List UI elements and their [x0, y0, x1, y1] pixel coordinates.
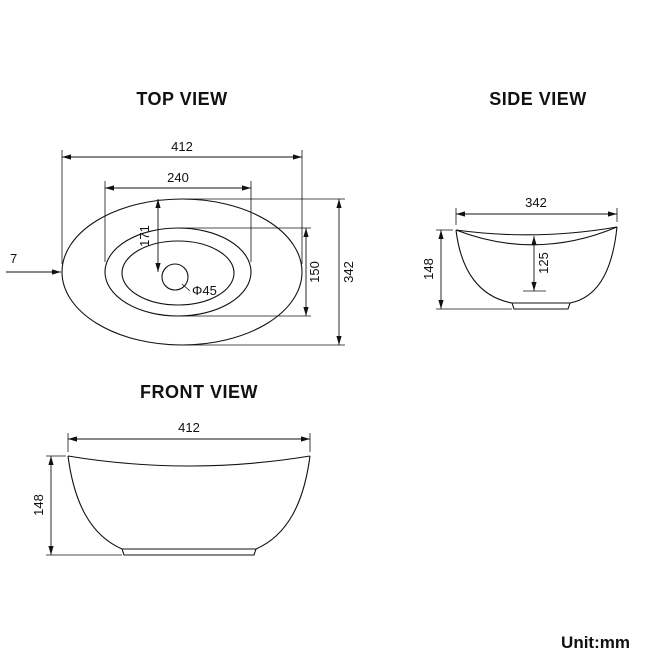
- dim-top-basin-depth-label: 150: [307, 261, 322, 283]
- dim-top-center-to-top-label: 171: [137, 225, 152, 247]
- top-view-shape: [61, 198, 303, 346]
- dim-top-basin-width-label: 240: [167, 170, 189, 185]
- side-view-dimensions: 342 148 125: [421, 195, 618, 310]
- unit-label: Unit:mm: [561, 633, 630, 650]
- side-rim-inner-edge: [455, 226, 618, 246]
- front-view-shape: [67, 455, 311, 556]
- dim-side-inner-depth-label: 125: [536, 252, 551, 274]
- basin-outer-rim-ellipse: [61, 198, 303, 346]
- top-view: TOP VIEW 412 240 171 150: [6, 89, 356, 346]
- side-view-title: SIDE VIEW: [489, 89, 587, 109]
- front-base-foot: [121, 548, 257, 556]
- leader-line-drain: [181, 283, 191, 292]
- dim-top-overall-width-label: 412: [171, 139, 193, 154]
- side-rim-top-edge: [455, 226, 618, 236]
- drain-hole-circle: [161, 263, 189, 291]
- dim-side-height-label: 148: [421, 258, 436, 280]
- front-profile-outline: [67, 455, 311, 550]
- side-base-foot: [511, 302, 571, 310]
- front-view-dimensions: 412 148: [31, 420, 311, 556]
- basin-bowl-ellipse: [121, 240, 235, 306]
- top-view-title: TOP VIEW: [136, 89, 227, 109]
- side-profile-outline: [455, 226, 618, 304]
- front-view: FRONT VIEW 412 148: [31, 382, 311, 556]
- dim-top-rim-thickness-label: 7: [10, 251, 17, 266]
- top-view-dimensions: 412 240 171 150 342 7 Φ45: [6, 139, 356, 346]
- dim-side-width-label: 342: [525, 195, 547, 210]
- dim-top-overall-depth-label: 342: [341, 261, 356, 283]
- front-rim-top-edge: [67, 455, 311, 467]
- dim-front-height-label: 148: [31, 494, 46, 516]
- side-view: SIDE VIEW 342 148 125: [421, 89, 618, 310]
- front-view-title: FRONT VIEW: [140, 382, 258, 402]
- dim-front-width-label: 412: [178, 420, 200, 435]
- dim-top-drain-diameter-label: Φ45: [192, 283, 217, 298]
